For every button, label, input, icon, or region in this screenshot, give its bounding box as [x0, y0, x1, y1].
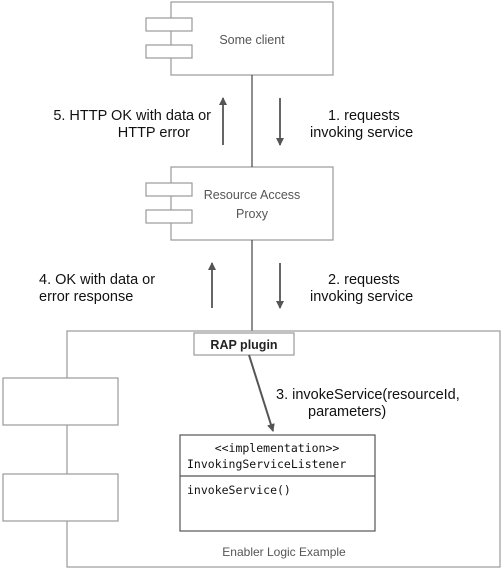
message-3-line2: parameters)	[308, 404, 386, 420]
arrow-invoke-3	[248, 354, 275, 432]
message-4-line2: error response	[39, 289, 133, 305]
proxy-label-line2: Proxy	[236, 207, 269, 221]
listener-method: invokeService()	[187, 483, 291, 497]
message-3-line1: 3. invokeService(resourceId,	[276, 387, 460, 403]
class-invoking-service-listener: <<implementation>> InvokingServiceListen…	[179, 434, 376, 532]
component-icon-tab-bottom	[2, 473, 119, 522]
message-5-line1: 5. HTTP OK with data or	[53, 108, 211, 124]
component-resource-access-proxy: Resource Access Proxy	[145, 166, 334, 241]
message-4-line1: 4. OK with data or	[39, 272, 155, 288]
component-icon-tab-bottom	[145, 44, 193, 59]
port-rap-plugin: RAP plugin	[193, 332, 295, 356]
message-5-line2: HTTP error	[118, 125, 190, 141]
component-icon-tab-top	[145, 182, 193, 197]
component-icon-tab-top	[145, 17, 193, 32]
component-icon-tab-bottom	[145, 209, 193, 224]
component-some-client: Some client	[145, 1, 334, 76]
listener-name: InvokingServiceListener	[187, 457, 346, 471]
message-2-line2: invoking service	[310, 289, 413, 305]
enabler-label: Enabler Logic Example	[222, 545, 346, 559]
message-1-line1: 1. requests	[328, 108, 400, 124]
component-icon-tab-top	[2, 377, 119, 426]
message-2-line1: 2. requests	[328, 272, 400, 288]
listener-stereotype: <<implementation>>	[215, 441, 340, 455]
client-label: Some client	[219, 33, 285, 47]
proxy-label-line1: Resource Access	[204, 188, 301, 202]
plugin-label: RAP plugin	[210, 338, 277, 352]
message-1-line2: invoking service	[310, 125, 413, 141]
